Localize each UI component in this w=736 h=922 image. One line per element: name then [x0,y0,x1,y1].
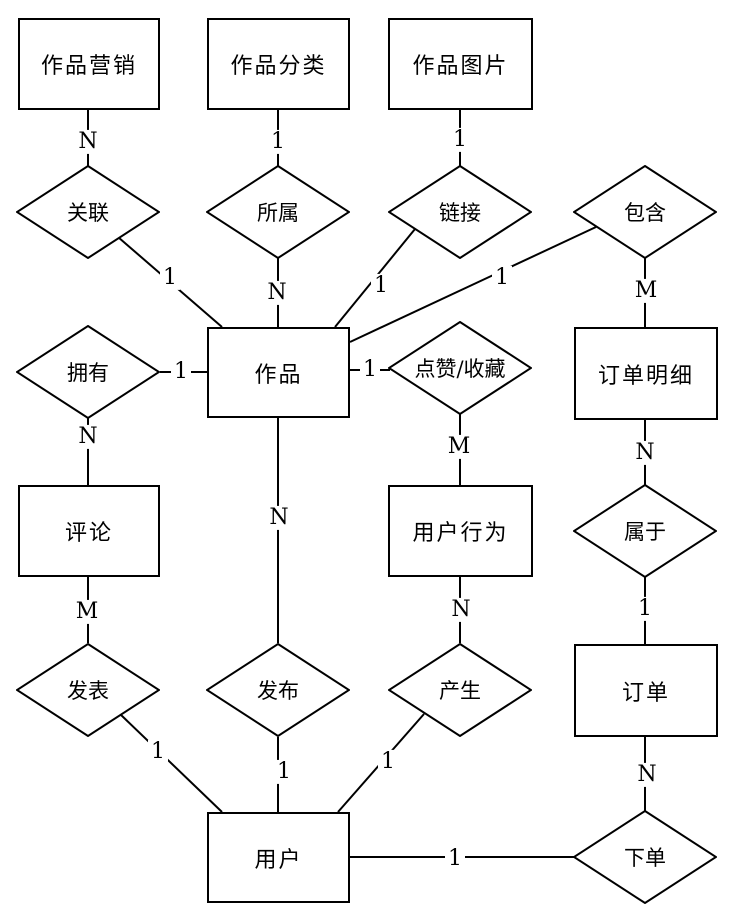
relationship-belong-to: 属于 [573,484,717,578]
entity-label: 用户行为 [412,521,509,546]
diamond-shape [16,325,160,419]
entity-label: 作品营销 [40,54,137,79]
diamond-shape [388,165,532,259]
diamond-shape [16,165,160,259]
diamond-shape [573,484,717,578]
relationship-generate: 产生 [388,643,532,737]
relationship-place-order: 下单 [573,810,717,904]
relationship-label: 所属 [257,201,299,225]
relationship-contain: 包含 [573,165,717,259]
entity-work: 作品 [207,327,350,418]
cardinality-label: 1 [171,359,191,385]
entity-label: 用户 [254,847,303,873]
relationship-label: 产生 [439,679,481,703]
relationship-label: 点赞/收藏 [414,357,506,381]
cardinality-label: 1 [274,759,294,785]
relationship-label: 包含 [624,201,666,225]
cardinality-label: 1 [492,265,512,291]
diamond-shape [573,165,717,259]
entity-work-marketing: 作品营销 [18,18,160,110]
diamond-shape [388,321,532,415]
relationship-label: 发表 [67,679,109,703]
cardinality-label: M [444,434,474,460]
relationship-category-of: 所属 [206,165,350,259]
cardinality-label: 1 [148,739,168,765]
edge-line [349,226,597,343]
entity-label: 订单明细 [597,363,694,389]
relationship-label: 发布 [257,679,299,703]
cardinality-label: M [72,599,102,625]
diamond-shape [573,810,717,904]
relationship-label: 拥有 [67,361,109,385]
relationship-like-favorite: 点赞/收藏 [388,321,532,415]
relationship-link: 链接 [388,165,532,259]
entity-order-detail: 订单明细 [574,327,718,420]
cardinality-label: 1 [635,596,655,622]
relationship-publish: 发布 [206,643,350,737]
cardinality-label: N [634,762,660,788]
relationship-own: 拥有 [16,325,160,419]
relationship-label: 下单 [624,846,666,870]
relationship-label: 链接 [439,201,481,225]
relationship-associate: 关联 [16,165,160,259]
entity-label: 作品分类 [230,54,327,79]
cardinality-label: N [75,129,101,155]
cardinality-label: N [448,597,474,623]
cardinality-label: 1 [360,357,380,383]
cardinality-label: 1 [445,846,465,872]
entity-user-behavior: 用户行为 [388,485,533,577]
cardinality-label: 1 [160,265,180,291]
cardinality-label: N [264,280,290,306]
cardinality-label: 1 [378,749,398,775]
diamond-shape [16,643,160,737]
entity-label: 评论 [64,521,113,546]
diamond-shape [206,165,350,259]
diamond-shape [206,643,350,737]
diamond-shape [388,643,532,737]
relationship-label: 属于 [624,520,666,544]
entity-label: 作品 [254,362,303,388]
entity-work-category: 作品分类 [207,18,350,110]
cardinality-label: N [75,424,101,450]
cardinality-label: N [632,440,658,466]
cardinality-label: 1 [450,127,470,153]
entity-label: 订单 [621,680,670,706]
entity-user: 用户 [207,812,350,903]
entity-order: 订单 [574,644,718,737]
edge-line [119,713,223,813]
relationship-label: 关联 [67,201,109,225]
entity-work-image: 作品图片 [388,18,533,110]
cardinality-label: N [266,505,292,531]
cardinality-label: 1 [268,129,288,155]
entity-comment: 评论 [18,485,160,577]
entity-label: 作品图片 [412,54,509,79]
cardinality-label: 1 [371,273,391,299]
relationship-post: 发表 [16,643,160,737]
cardinality-label: M [631,278,661,304]
